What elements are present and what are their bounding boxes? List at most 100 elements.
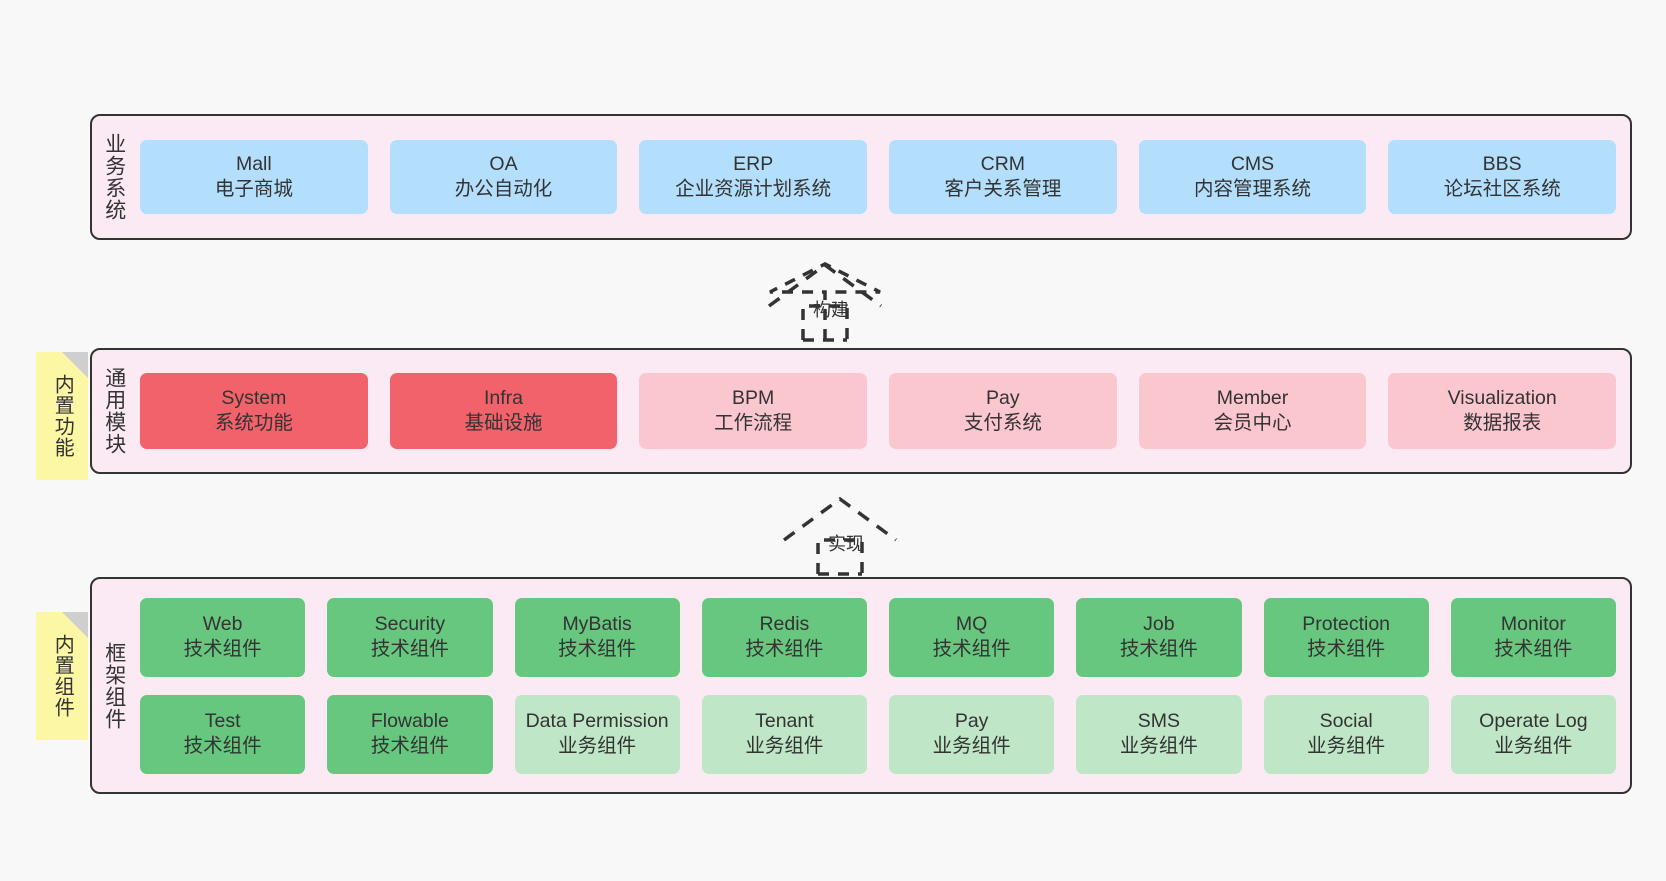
sticky-note-builtin-function: 内置功能 <box>36 352 88 480</box>
card-title: BBS <box>1482 153 1522 176</box>
layer-common-module: 通用模块 System 系统功能 Infra 基础设施 BPM 工作流程 Pay… <box>90 348 1632 474</box>
card-mall[interactable]: Mall 电子商城 <box>140 140 368 214</box>
card-flowable[interactable]: Flowable 技术组件 <box>327 694 493 774</box>
card-title: Redis <box>759 613 810 636</box>
card-web[interactable]: Web 技术组件 <box>140 597 306 677</box>
card-row: System 系统功能 Infra 基础设施 BPM 工作流程 Pay 支付系统… <box>140 373 1617 449</box>
layer-framework-component: 框架组件 Web 技术组件 Security 技术组件 MyBatis 技术组件… <box>90 577 1632 794</box>
card-subtitle: 技术组件 <box>183 735 262 757</box>
card-subtitle: 业务组件 <box>558 735 637 757</box>
card-title: CMS <box>1230 153 1275 176</box>
card-member[interactable]: Member 会员中心 <box>1138 373 1367 449</box>
card-subtitle: 技术组件 <box>932 638 1011 660</box>
card-sms[interactable]: SMS 业务组件 <box>1076 694 1242 774</box>
card-title: System <box>221 387 287 410</box>
layer-body-framework-component: Web 技术组件 Security 技术组件 MyBatis 技术组件 Redi… <box>136 579 1630 792</box>
card-title: Data Permission <box>525 710 669 733</box>
card-row: Test 技术组件 Flowable 技术组件 Data Permission … <box>140 694 1616 774</box>
card-title: Social <box>1319 710 1373 733</box>
card-subtitle: 客户关系管理 <box>944 178 1062 200</box>
card-subtitle: 内容管理系统 <box>1194 178 1312 200</box>
card-subtitle: 技术组件 <box>1119 638 1198 660</box>
card-subtitle: 技术组件 <box>1494 638 1573 660</box>
card-operate-log[interactable]: Operate Log 业务组件 <box>1450 694 1616 774</box>
card-title: ERP <box>733 153 774 176</box>
layer-body-business-system: Mall 电子商城 OA 办公自动化 ERP 企业资源计划系统 CRM 客户关系… <box>136 116 1630 238</box>
layer-title-framework-component: 框架组件 <box>102 641 126 730</box>
card-data-permission[interactable]: Data Permission 业务组件 <box>514 694 680 774</box>
card-subtitle: 技术组件 <box>1307 638 1386 660</box>
card-title: MQ <box>955 613 988 636</box>
layer-title-common-module: 通用模块 <box>102 367 126 455</box>
card-title: MyBatis <box>562 613 632 636</box>
card-subtitle: 系统功能 <box>214 412 293 434</box>
card-cms[interactable]: CMS 内容管理系统 <box>1138 140 1367 214</box>
card-title: Monitor <box>1500 613 1566 636</box>
card-subtitle: 办公自动化 <box>454 178 553 200</box>
card-subtitle: 会员中心 <box>1213 412 1292 434</box>
card-subtitle: 电子商城 <box>214 178 293 200</box>
card-title: Visualization <box>1447 387 1557 410</box>
card-title: Flowable <box>370 710 449 733</box>
card-title: OA <box>489 153 518 176</box>
card-title: Operate Log <box>1479 710 1588 733</box>
card-visualization[interactable]: Visualization 数据报表 <box>1388 373 1617 449</box>
card-title: Web <box>202 613 243 636</box>
card-subtitle: 技术组件 <box>370 638 449 660</box>
card-monitor[interactable]: Monitor 技术组件 <box>1450 597 1616 677</box>
card-title: Infra <box>483 387 524 410</box>
sticky-note-label: 内置功能 <box>51 374 74 458</box>
card-pay-component[interactable]: Pay 业务组件 <box>889 694 1055 774</box>
card-subtitle: 业务组件 <box>1119 735 1198 757</box>
card-title: Protection <box>1302 613 1391 636</box>
implement-arrow-label: 实现 <box>828 534 864 554</box>
sticky-note-label: 内置组件 <box>51 634 74 718</box>
card-row: Mall 电子商城 OA 办公自动化 ERP 企业资源计划系统 CRM 客户关系… <box>140 140 1617 214</box>
card-bpm[interactable]: BPM 工作流程 <box>639 373 868 449</box>
note-fold-corner-icon <box>62 612 88 638</box>
card-job[interactable]: Job 技术组件 <box>1076 597 1242 677</box>
card-subtitle: 业务组件 <box>745 735 824 757</box>
card-protection[interactable]: Protection 技术组件 <box>1263 597 1429 677</box>
card-subtitle: 技术组件 <box>745 638 824 660</box>
card-mybatis[interactable]: MyBatis 技术组件 <box>514 597 680 677</box>
card-title: Pay <box>986 387 1020 410</box>
card-subtitle: 技术组件 <box>183 638 262 660</box>
card-subtitle: 业务组件 <box>1494 735 1573 757</box>
card-subtitle: 支付系统 <box>963 412 1042 434</box>
note-fold-corner-icon <box>62 352 88 378</box>
card-title: BPM <box>732 387 775 410</box>
card-oa[interactable]: OA 办公自动化 <box>389 140 618 214</box>
layer-business-system: 业务系统 Mall 电子商城 OA 办公自动化 ERP 企业资源计划系统 CRM… <box>90 114 1632 240</box>
card-mq[interactable]: MQ 技术组件 <box>889 597 1055 677</box>
card-title: Tenant <box>755 710 814 733</box>
layer-title-business-system: 业务系统 <box>102 133 126 221</box>
card-subtitle: 企业资源计划系统 <box>675 178 832 200</box>
card-title: CRM <box>980 153 1026 176</box>
card-security[interactable]: Security 技术组件 <box>327 597 493 677</box>
card-row: Web 技术组件 Security 技术组件 MyBatis 技术组件 Redi… <box>140 597 1616 677</box>
card-redis[interactable]: Redis 技术组件 <box>701 597 867 677</box>
card-title: Job <box>1143 613 1175 636</box>
card-subtitle: 基础设施 <box>464 412 543 434</box>
card-erp[interactable]: ERP 企业资源计划系统 <box>639 140 868 214</box>
card-system[interactable]: System 系统功能 <box>140 373 368 449</box>
card-title: SMS <box>1137 710 1180 733</box>
card-social[interactable]: Social 业务组件 <box>1263 694 1429 774</box>
card-infra[interactable]: Infra 基础设施 <box>389 373 618 449</box>
card-title: Pay <box>954 710 989 733</box>
card-crm[interactable]: CRM 客户关系管理 <box>889 140 1117 214</box>
implement-arrow: 实现 <box>770 496 930 578</box>
card-test[interactable]: Test 技术组件 <box>140 694 306 774</box>
card-subtitle: 工作流程 <box>714 412 793 434</box>
card-title: Test <box>204 710 241 733</box>
card-subtitle: 业务组件 <box>1307 735 1386 757</box>
card-tenant[interactable]: Tenant 业务组件 <box>701 694 867 774</box>
card-pay[interactable]: Pay 支付系统 <box>889 373 1117 449</box>
sticky-note-builtin-component: 内置组件 <box>36 612 88 740</box>
card-bbs[interactable]: BBS 论坛社区系统 <box>1388 140 1617 214</box>
card-subtitle: 论坛社区系统 <box>1443 178 1561 200</box>
card-title: Mall <box>235 153 272 176</box>
card-subtitle: 技术组件 <box>370 735 449 757</box>
